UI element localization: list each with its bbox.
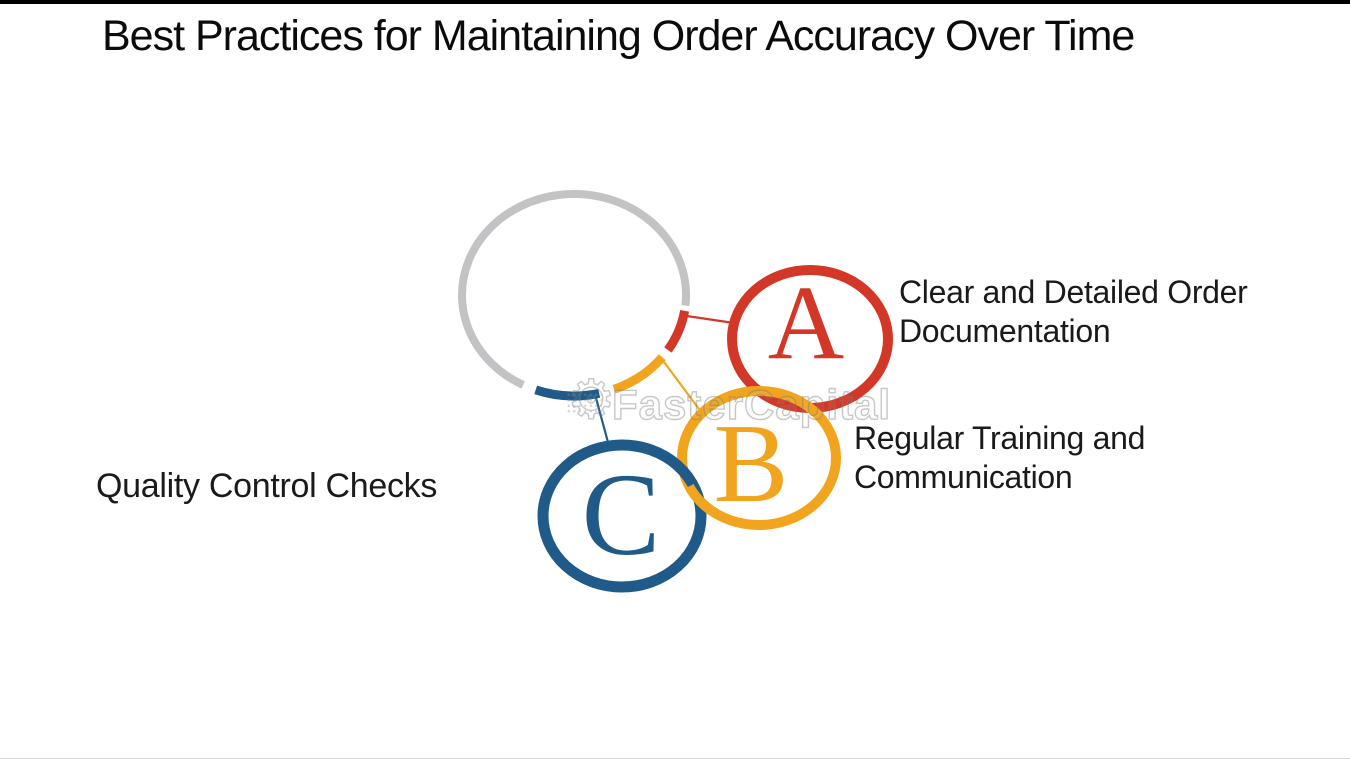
main-circle-yellow-arc — [612, 354, 666, 394]
ring-letter-b: B — [714, 402, 789, 526]
connector-line-b — [660, 357, 700, 410]
label-b-line2: Communication — [854, 458, 1073, 495]
label-a-line1: Clear and Detailed Order — [899, 274, 1248, 310]
label-quality-control-checks: Quality Control Checks — [96, 467, 437, 506]
top-letterbox-bar — [0, 0, 1350, 4]
label-a-line2: Documentation — [899, 312, 1111, 349]
main-circle-red-arc — [664, 309, 690, 353]
ring-letter-c: C — [582, 449, 661, 580]
ring-b — [677, 386, 841, 530]
page-title: Best Practices for Maintaining Order Acc… — [102, 12, 1135, 60]
ring-c — [537, 439, 707, 593]
label-c-line1: Quality Control Checks — [96, 467, 438, 505]
label-clear-detailed-order-documentation: Clear and Detailed Order Documentation — [899, 273, 1248, 350]
connector-line-a — [679, 313, 735, 325]
ring-b-interlock-arc — [684, 483, 720, 519]
main-circle-gray-arc — [458, 190, 690, 389]
label-regular-training-communication: Regular Training and Communication — [854, 419, 1145, 496]
ring-letter-a: A — [768, 264, 845, 381]
main-circle-blue-arc — [534, 385, 601, 401]
label-b-line1: Regular Training and — [854, 420, 1146, 456]
connector-line-c — [594, 397, 611, 447]
